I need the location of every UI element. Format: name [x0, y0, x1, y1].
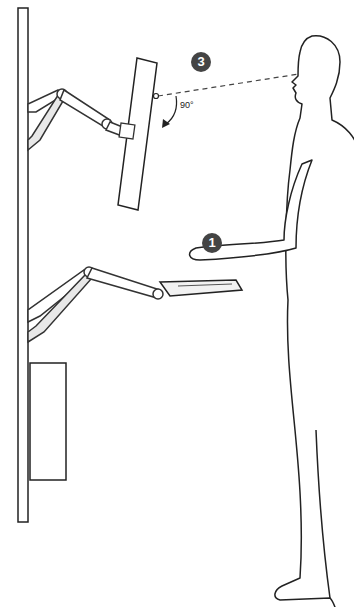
sight-line: [154, 71, 305, 99]
keyboard-arm: [28, 267, 163, 342]
angle-arrow: [162, 96, 177, 128]
keyboard-tray: [160, 280, 242, 296]
callout-number: 1: [202, 233, 222, 253]
person: [190, 36, 354, 607]
angle-label: 90°: [180, 100, 194, 111]
wall: [18, 8, 28, 522]
callout-number: 3: [191, 52, 211, 72]
monitor-arm: [28, 89, 125, 150]
monitor: [118, 58, 157, 210]
wall-box: [30, 363, 66, 480]
